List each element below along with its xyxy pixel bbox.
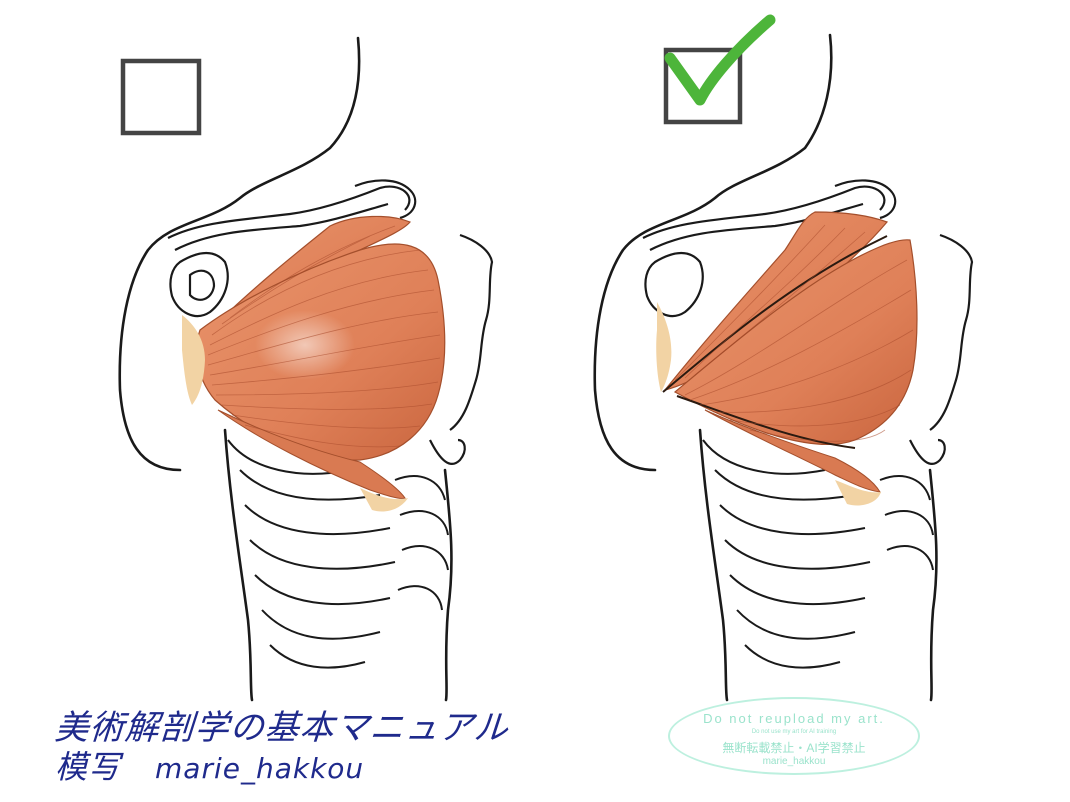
abdominal-tendon-right xyxy=(835,480,881,506)
watermark-line4: marie_hakkou xyxy=(762,756,826,767)
muscle-fibers-right xyxy=(674,224,914,442)
sternal-origin-tendon-right xyxy=(656,302,672,392)
sternal-origin-tendon xyxy=(182,315,205,405)
torso-illustration-right xyxy=(593,14,974,702)
abdominal-tendon xyxy=(360,488,408,512)
muscle-highlight xyxy=(255,310,355,380)
caption-credit-prefix: 模写 xyxy=(55,748,122,786)
ribcage-outline-right xyxy=(702,439,934,669)
checkbox-empty[interactable] xyxy=(120,58,202,136)
ribcage-outline xyxy=(227,439,449,669)
checkmark-icon xyxy=(664,14,776,106)
body-outline xyxy=(118,36,453,702)
pectoralis-sternal-head-right xyxy=(673,239,918,446)
panel-right: Do not reupload my art. Do not use my ar… xyxy=(535,0,1070,802)
bones-outline-right xyxy=(642,179,974,465)
body-outline-right xyxy=(593,33,938,702)
torso-illustration-left xyxy=(118,36,494,702)
muscle-fibers xyxy=(207,225,441,448)
watermark-stamp: Do not reupload my art. Do not use my ar… xyxy=(668,697,920,775)
bones-outline xyxy=(167,179,494,465)
caption-credit: 模写 marie_hakkou xyxy=(55,742,364,788)
pectoralis-abdominal-head xyxy=(217,409,406,499)
watermark-line2: Do not use my art for AI training xyxy=(751,729,837,735)
pectoralis-abdominal-head-right xyxy=(704,409,881,493)
head-separation-lines xyxy=(662,235,888,449)
watermark-line1: Do not reupload my art. xyxy=(703,711,885,726)
caption-credit-handle: marie_hakkou xyxy=(155,752,365,785)
watermark-line3: 無断転載禁止・AI学習禁止 xyxy=(722,741,866,755)
checkbox-checked[interactable] xyxy=(663,47,743,125)
